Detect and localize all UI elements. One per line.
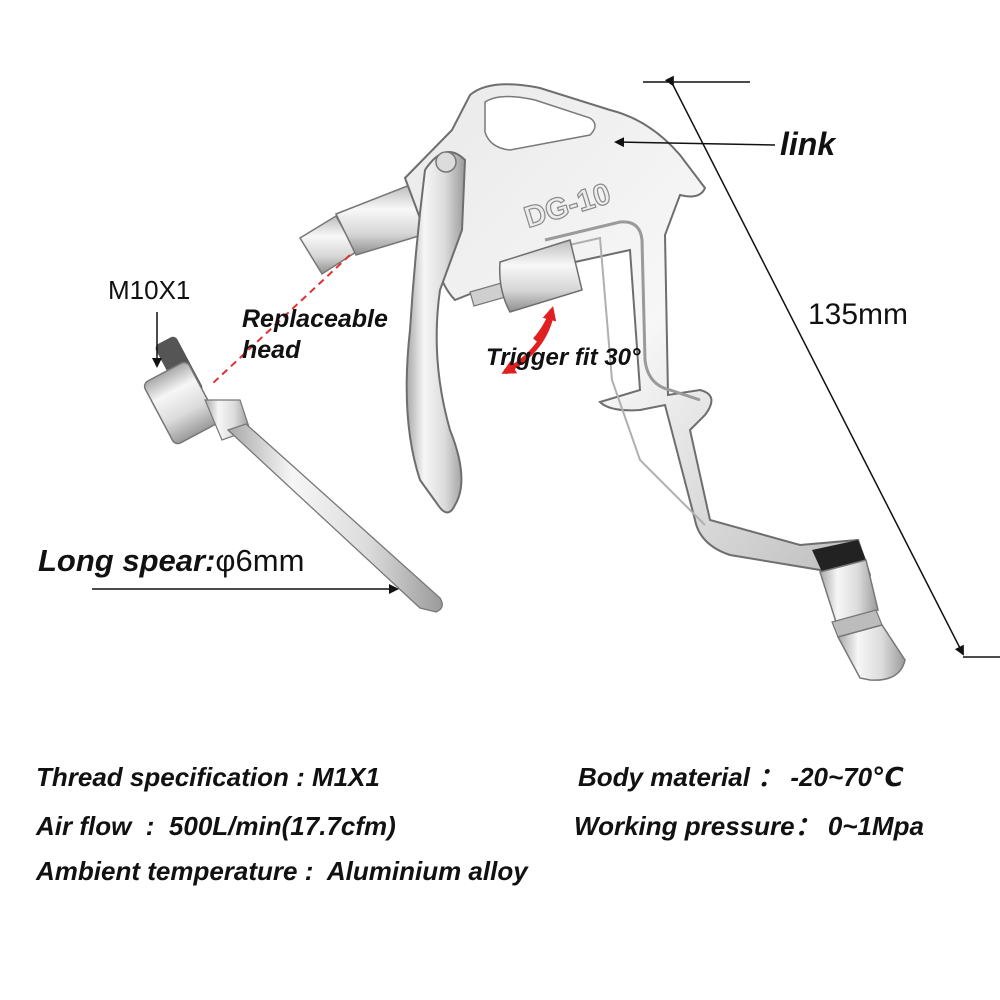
trigger [405, 151, 467, 514]
spec-value: 0~1Mpa [820, 811, 924, 841]
spec-air-flow: Air flow : 500L/min(17.7cfm) [36, 813, 396, 839]
spec-label: Air flow [36, 811, 132, 841]
trigger-label: Trigger fit 30° [486, 344, 641, 371]
valve-cylinder [469, 239, 583, 313]
spec-label: Body material [578, 762, 750, 792]
spec-sep: : [288, 762, 312, 792]
replaceable-head-line2: head [242, 336, 301, 364]
spec-value: Aluminium alloy [326, 856, 528, 886]
length-dimension [643, 75, 1000, 658]
spec-sep: : [297, 856, 327, 886]
replaceable-head-line1: Replaceable [242, 305, 388, 333]
long-spear-label: Long spear:φ6mm [38, 545, 304, 576]
spec-thread: Thread specification : M1X1 [36, 764, 380, 790]
long-spear [143, 336, 443, 613]
spec-value: M1X1 [311, 762, 380, 792]
spec-label: Ambient temperature [36, 856, 298, 886]
spec-sep: : [131, 811, 169, 841]
length-label: 135mm [808, 298, 909, 331]
spec-label: Working pressure [574, 811, 795, 841]
spec-sep: ： [749, 762, 784, 792]
spec-ambient-temperature: Ambient temperature : Aluminium alloy [36, 858, 528, 884]
link-label: link [780, 126, 836, 162]
replaceable-head-label: Replaceable head [242, 304, 388, 366]
spec-working-pressure: Working pressure： 0~1Mpa [574, 813, 924, 839]
spec-value: 500L/min(17.7cfm) [168, 811, 396, 841]
trigger-arrow-start [533, 306, 557, 342]
spec-value: -20~70℃ [783, 762, 904, 792]
long-spear-value: φ6mm [215, 543, 305, 578]
long-spear-title: Long spear: [38, 543, 216, 578]
spec-label: Thread specification [36, 762, 289, 792]
replaceable-head-leader [211, 254, 351, 385]
spec-sep: ： [794, 811, 821, 841]
quick-coupler [812, 540, 906, 681]
spec-body-material: Body material ： -20~70℃ [578, 764, 904, 790]
thread-size-label: M10X1 [108, 275, 191, 305]
